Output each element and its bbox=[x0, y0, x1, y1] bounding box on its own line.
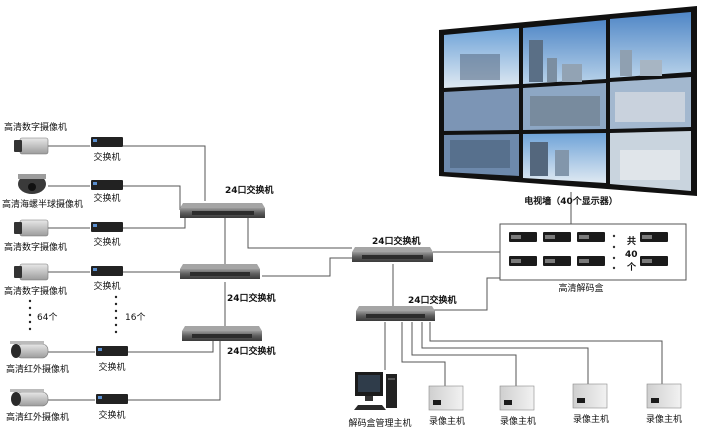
small-switch-4 bbox=[91, 266, 123, 276]
small-switch-6-label: 交换机 bbox=[98, 409, 125, 421]
recorder-icon-2 bbox=[499, 385, 535, 411]
camera-2-label: 高清海螺半球摄像机 bbox=[2, 198, 83, 210]
camera-5-label: 高清红外摄像机 bbox=[6, 363, 69, 375]
small-switch-5 bbox=[96, 346, 128, 356]
small-switch-2-label: 交换机 bbox=[93, 192, 120, 204]
switch-lower-center-label: 24口交换机 bbox=[408, 294, 457, 306]
small-switch-4-label: 交换机 bbox=[93, 280, 120, 292]
management-host-label: 解码盒管理主机 bbox=[348, 417, 411, 429]
recorder-icon-1 bbox=[428, 385, 464, 411]
camera-4-label: 高清数字摄像机 bbox=[4, 285, 67, 297]
recorder-icon-3 bbox=[572, 383, 608, 409]
camera-count-label: 64个 bbox=[37, 312, 57, 323]
switch-top-left-label: 24口交换机 bbox=[225, 184, 274, 196]
decoder-total-count: 40 bbox=[625, 250, 638, 260]
small-switch-5-label: 交换机 bbox=[98, 361, 125, 373]
decoder-box-icons bbox=[509, 232, 668, 266]
management-pc-icon bbox=[354, 372, 397, 410]
ir-camera-icon-1 bbox=[10, 341, 49, 359]
camera-1-label: 高清数字摄像机 bbox=[4, 121, 67, 133]
small-switch-count-label: 16个 bbox=[125, 312, 145, 323]
recorder-2-label: 录像主机 bbox=[500, 415, 536, 427]
video-wall-label: 电视墙（40个显示器） bbox=[524, 195, 618, 207]
small-switch-2 bbox=[91, 180, 123, 190]
recorder-icon-4 bbox=[646, 383, 682, 409]
camera-3-label: 高清数字摄像机 bbox=[4, 241, 67, 253]
connection-lines bbox=[46, 145, 663, 401]
small-switch-6 bbox=[96, 394, 128, 404]
switch-center bbox=[352, 247, 433, 262]
decoder-total-suffix: 个 bbox=[626, 261, 637, 273]
small-switch-1-label: 交换机 bbox=[93, 151, 120, 163]
small-switch-icons bbox=[91, 137, 128, 404]
ellipsis-dots bbox=[28, 295, 118, 334]
small-switch-3-label: 交换机 bbox=[93, 236, 120, 248]
box-camera-icon-3 bbox=[14, 263, 49, 281]
small-switch-3 bbox=[91, 222, 123, 232]
box-camera-icon-1 bbox=[14, 137, 49, 155]
video-wall bbox=[439, 6, 697, 196]
camera-6-label: 高清红外摄像机 bbox=[6, 411, 69, 423]
switch-middle-left bbox=[180, 264, 260, 279]
recorder-4-label: 录像主机 bbox=[646, 413, 682, 425]
switch-bottom-left-label: 24口交换机 bbox=[227, 345, 276, 357]
ir-camera-icon-2 bbox=[10, 389, 49, 407]
switch-lower-center bbox=[356, 306, 435, 321]
recorder-1-label: 录像主机 bbox=[429, 415, 465, 427]
recorder-3-label: 录像主机 bbox=[573, 413, 609, 425]
dome-camera-icon bbox=[18, 174, 46, 194]
switch-bottom-left bbox=[182, 326, 262, 341]
box-camera-icon-2 bbox=[14, 219, 49, 237]
decoder-group bbox=[499, 223, 687, 281]
decoder-total-prefix: 共 bbox=[627, 235, 636, 247]
small-switch-1 bbox=[91, 137, 123, 147]
switch-center-label: 24口交换机 bbox=[372, 235, 421, 247]
decoder-label: 高清解码盒 bbox=[558, 282, 603, 294]
switch-top-left bbox=[180, 203, 265, 218]
switch-middle-left-label: 24口交换机 bbox=[227, 292, 276, 304]
